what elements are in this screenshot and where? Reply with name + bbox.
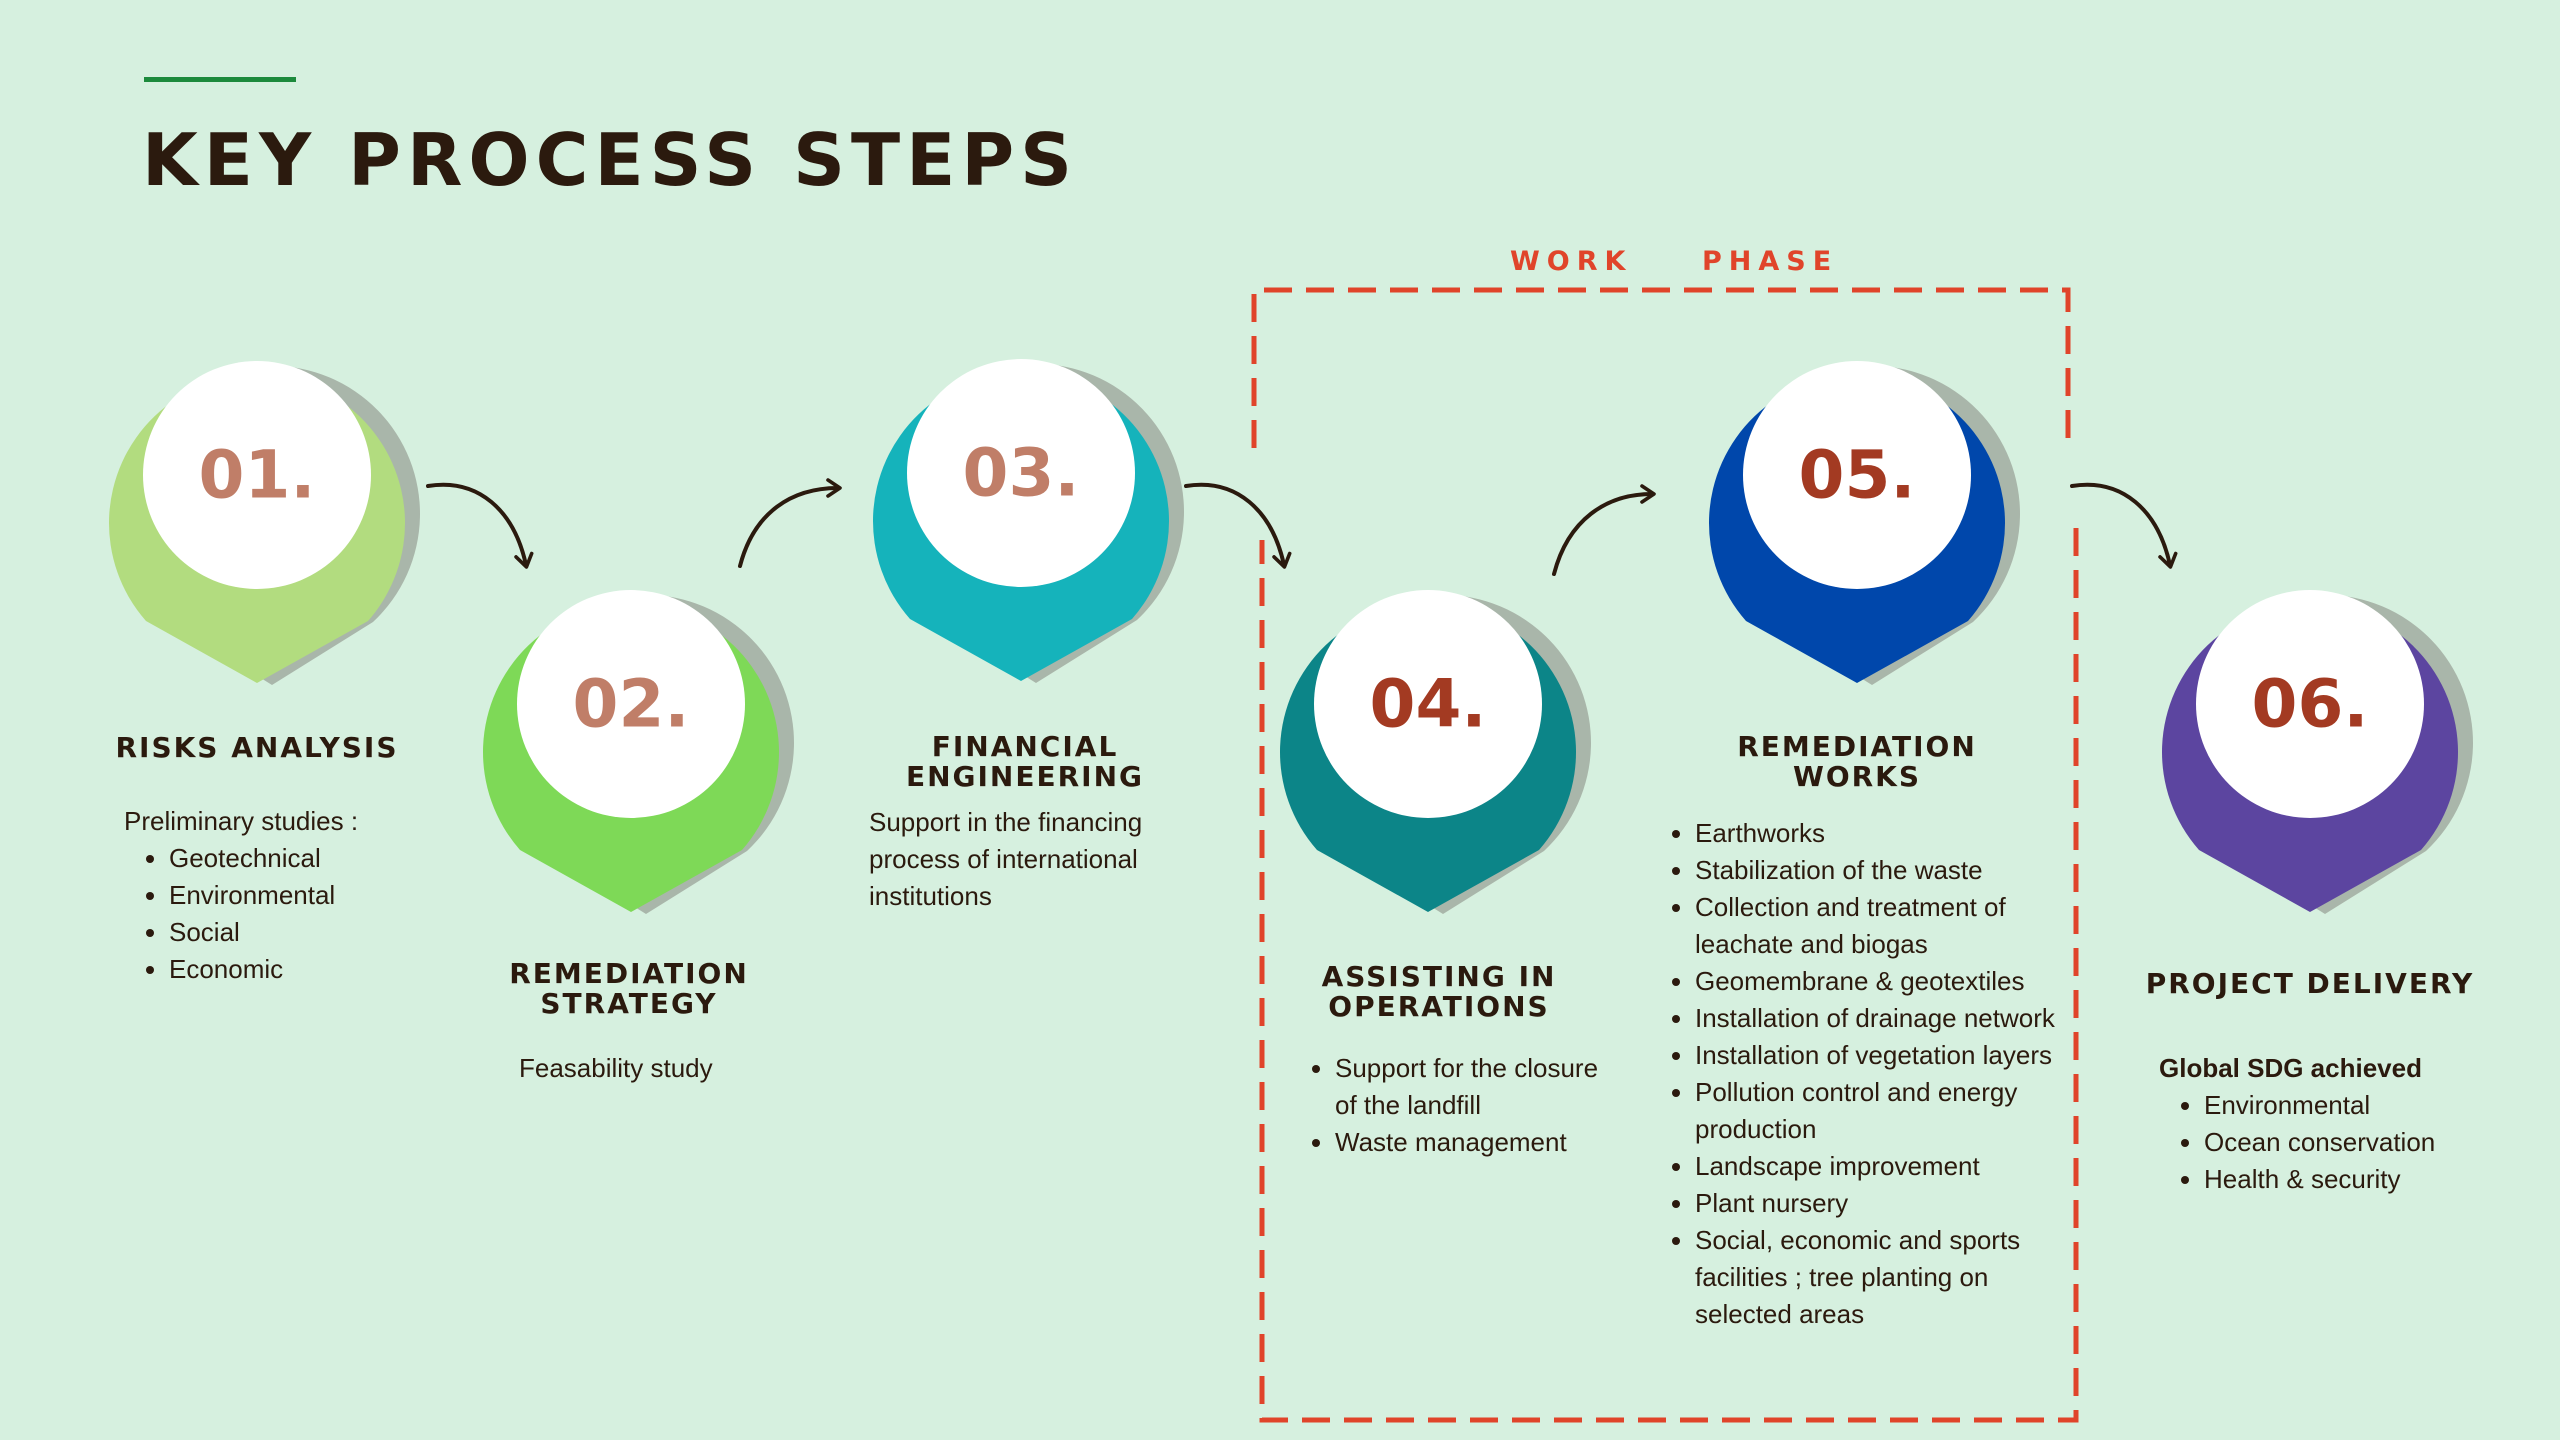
step-01-heading: RISKS ANALYSIS bbox=[115, 731, 399, 764]
list-item: Ocean conservation bbox=[2204, 1124, 2499, 1161]
list-item: Economic bbox=[169, 951, 444, 988]
step-02-number: 02. bbox=[573, 666, 690, 743]
list-item: Health & security bbox=[2204, 1161, 2499, 1198]
work-phase-label-2: PHASE bbox=[1702, 246, 1839, 277]
step-02-heading: REMEDIATION STRATEGY bbox=[509, 957, 749, 1020]
step-05-body: Earthworks Stabilization of the waste Co… bbox=[1650, 815, 2065, 1333]
arrow-04-to-05 bbox=[1552, 484, 1656, 576]
list-item: Social, economic and sports facilities ;… bbox=[1695, 1222, 2065, 1333]
step-03-pin: 03. bbox=[873, 359, 1184, 683]
step-03-body: Support in the financing process of inte… bbox=[869, 807, 1143, 911]
step-05-number: 05. bbox=[1799, 437, 1916, 514]
arrow-02-to-03 bbox=[738, 478, 842, 568]
work-phase-boundary bbox=[1251, 287, 2079, 1423]
step-04-pin: 04. bbox=[1280, 590, 1591, 914]
step-06-list: Environmental Ocean conservation Health … bbox=[2159, 1087, 2499, 1198]
list-item: Stabilization of the waste bbox=[1695, 852, 2065, 889]
step-01-body: Preliminary studies : Geotechnical Envir… bbox=[124, 803, 444, 988]
work-phase-label: WORK bbox=[1510, 246, 1633, 277]
step-01-pin: 01. bbox=[108, 361, 421, 685]
step-06-heading: PROJECT DELIVERY bbox=[2145, 967, 2475, 1000]
step-04-number: 04. bbox=[1370, 666, 1487, 743]
step-06-body: Global SDG achieved Environmental Ocean … bbox=[2159, 1050, 2499, 1198]
list-item: Waste management bbox=[1335, 1124, 1620, 1161]
step-01-number: 01. bbox=[199, 437, 316, 514]
step-05-heading: REMEDIATION WORKS bbox=[1737, 730, 1977, 793]
page-title: KEY PROCESS STEPS bbox=[142, 118, 1078, 202]
step-04-list: Support for the closure of the landfill … bbox=[1290, 1050, 1620, 1161]
step-06-number: 06. bbox=[2252, 666, 2369, 743]
list-item: Social bbox=[169, 914, 444, 951]
arrow-05-to-06 bbox=[2070, 482, 2178, 569]
step-03-heading: FINANCIAL ENGINEERING bbox=[905, 730, 1145, 793]
step-04-body: Support for the closure of the landfill … bbox=[1290, 1050, 1620, 1161]
list-item: Plant nursery bbox=[1695, 1185, 2065, 1222]
list-item: Pollution control and energy production bbox=[1695, 1074, 2065, 1148]
list-item: Environmental bbox=[169, 877, 444, 914]
list-item: Geotechnical bbox=[169, 840, 444, 877]
step-05-pin: 05. bbox=[1709, 361, 2020, 685]
list-item: Collection and treatment of leachate and… bbox=[1695, 889, 2065, 963]
list-item: Installation of drainage network bbox=[1695, 1000, 2065, 1037]
step-01-list: Geotechnical Environmental Social Econom… bbox=[124, 840, 444, 988]
step-02-pin: 02. bbox=[483, 590, 794, 914]
list-item: Environmental bbox=[2204, 1087, 2499, 1124]
step-06-intro: Global SDG achieved bbox=[2159, 1053, 2422, 1083]
arrow-03-to-04 bbox=[1184, 482, 1292, 569]
step-03-number: 03. bbox=[963, 435, 1080, 512]
step-05-list: Earthworks Stabilization of the waste Co… bbox=[1650, 815, 2065, 1333]
arrow-01-to-02 bbox=[426, 482, 534, 569]
list-item: Installation of vegetation layers bbox=[1695, 1037, 2065, 1074]
list-item: Landscape improvement bbox=[1695, 1148, 2065, 1185]
step-06-pin: 06. bbox=[2162, 590, 2473, 914]
step-04-heading: ASSISTING IN OPERATIONS bbox=[1321, 960, 1557, 1023]
list-item: Earthworks bbox=[1695, 815, 2065, 852]
title-rule bbox=[144, 77, 296, 82]
step-02-body: Feasability study bbox=[519, 1053, 713, 1083]
list-item: Support for the closure of the landfill bbox=[1335, 1050, 1620, 1124]
step-01-intro: Preliminary studies : bbox=[124, 806, 359, 836]
list-item: Geomembrane & geotextiles bbox=[1695, 963, 2065, 1000]
